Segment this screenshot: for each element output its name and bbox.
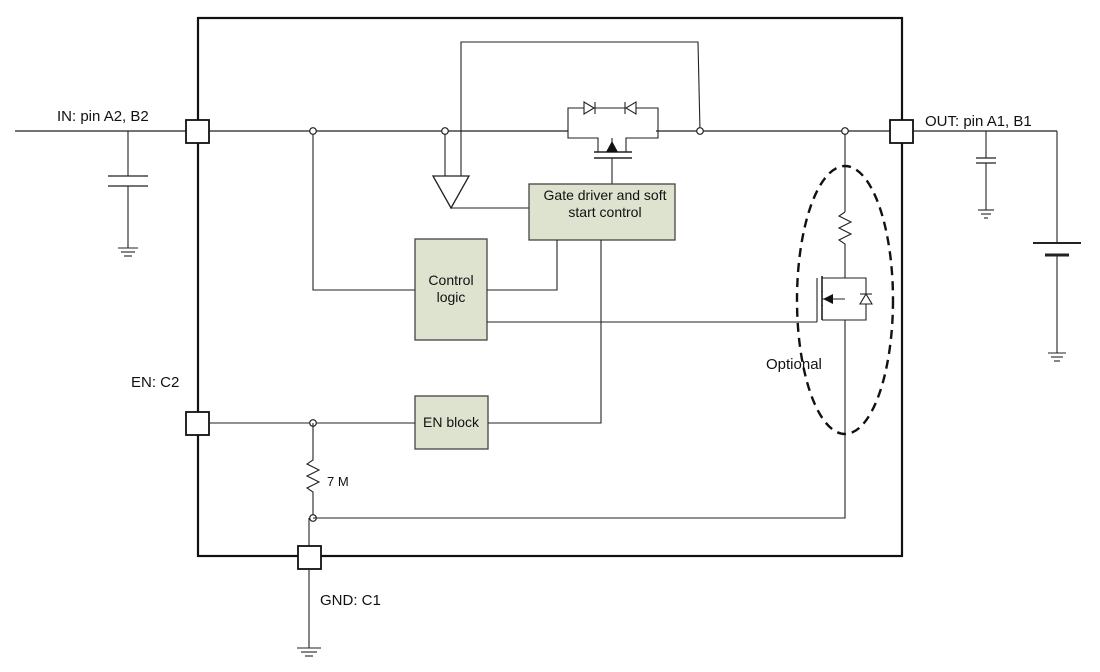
gate-driver-label: Gate driver and soft — [544, 187, 667, 203]
battery-symbol — [1033, 131, 1081, 353]
ground-icon — [1048, 352, 1066, 362]
optional-discharge-path — [816, 127, 873, 328]
resistor-label: 7 M — [327, 474, 349, 489]
pulldown-resistor — [305, 423, 321, 522]
pin-en-pad — [185, 411, 210, 436]
optional-region — [795, 164, 895, 436]
chip-outline — [196, 16, 904, 558]
en-to-gate-wire — [488, 240, 602, 424]
control-to-gate-wire — [487, 240, 558, 291]
input-capacitor — [108, 131, 148, 248]
en-block-label: EN block — [423, 414, 480, 430]
comparator — [431, 127, 529, 210]
ground-icon — [118, 247, 138, 257]
en-block: EN block — [414, 395, 489, 450]
pin-out-pad — [889, 119, 914, 144]
pin-gnd-pad — [297, 545, 322, 570]
pin-in-label: IN: pin A2, B2 — [57, 108, 149, 125]
ground-icon — [297, 647, 321, 657]
ground-rail — [308, 328, 846, 548]
gate-driver-block: Gate driver and soft start control — [528, 183, 676, 241]
pass-mosfet — [567, 101, 659, 184]
gate-driver-label: start control — [568, 204, 641, 220]
ground-icon — [978, 209, 994, 219]
feedback-loop — [460, 41, 704, 176]
output-capacitor — [976, 131, 996, 210]
in-to-control-wire — [309, 127, 415, 291]
control-logic-block: Control logic — [414, 238, 488, 341]
pin-gnd-label: GND: C1 — [320, 592, 381, 609]
control-logic-label: Control — [428, 272, 473, 288]
control-logic-label: logic — [437, 289, 466, 305]
pin-in-pad — [185, 119, 210, 144]
pin-out-label: OUT: pin A1, B1 — [925, 113, 1032, 130]
pin-en-label: EN: C2 — [131, 374, 179, 391]
optional-label: Optional — [766, 356, 822, 373]
